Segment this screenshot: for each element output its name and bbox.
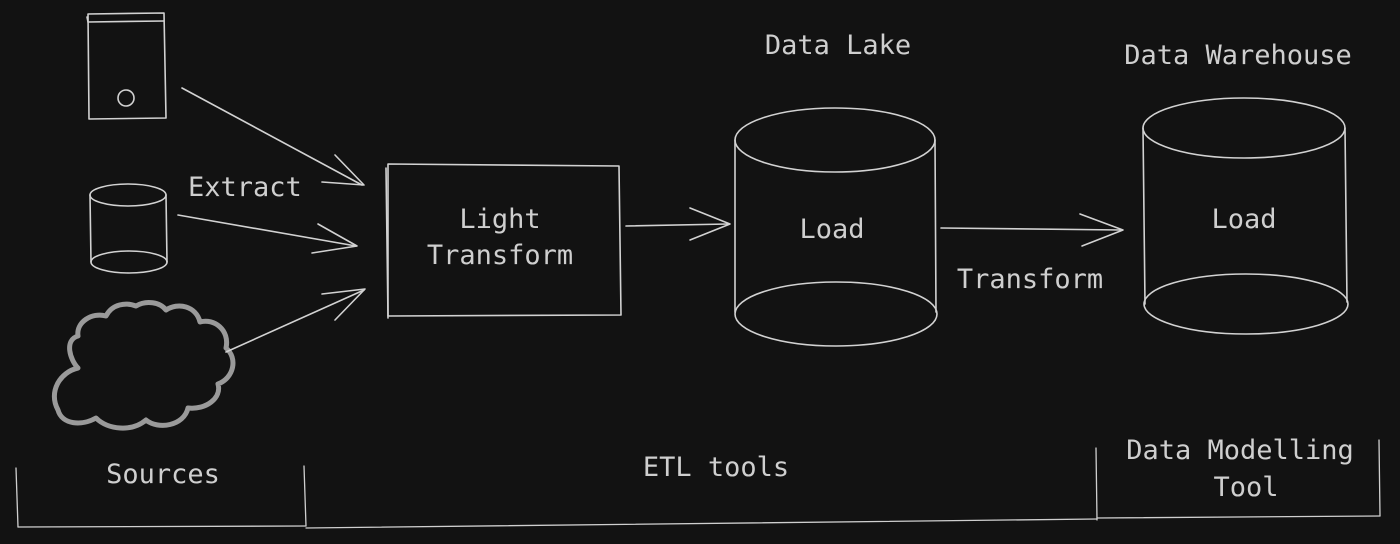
modelling-label-line2: Tool (1213, 472, 1278, 503)
modelling-label-line1: Data Modelling (1126, 435, 1354, 466)
data-warehouse-load-label: Load (1211, 204, 1276, 235)
arrow-mobile-to-transform (181, 87, 365, 186)
transform-label: Transform (957, 264, 1103, 295)
modelling-bracket (1096, 439, 1381, 519)
light-transform-label-line2: Transform (427, 240, 573, 271)
sources-label: Sources (106, 459, 220, 490)
data-lake-cylinder (734, 107, 938, 347)
extract-label: Extract (188, 172, 302, 203)
database-icon (89, 183, 168, 274)
mobile-device-icon (86, 12, 167, 120)
etl-tools-label: ETL tools (643, 452, 789, 483)
arrow-db-to-transform (177, 214, 358, 254)
arrow-cloud-to-transform (225, 288, 366, 353)
data-lake-title: Data Lake (765, 30, 911, 61)
cloud-icon (51, 300, 236, 431)
etl-tools-bracket (305, 447, 1098, 529)
sources-bracket (15, 465, 307, 528)
data-warehouse-cylinder (1142, 97, 1349, 335)
data-warehouse-title: Data Warehouse (1124, 40, 1352, 71)
data-lake-load-label: Load (799, 214, 864, 245)
light-transform-box (385, 163, 622, 319)
light-transform-label-line1: Light (459, 204, 540, 235)
arrow-lake-to-warehouse (940, 213, 1124, 247)
arrow-transform-to-lake (625, 207, 731, 241)
